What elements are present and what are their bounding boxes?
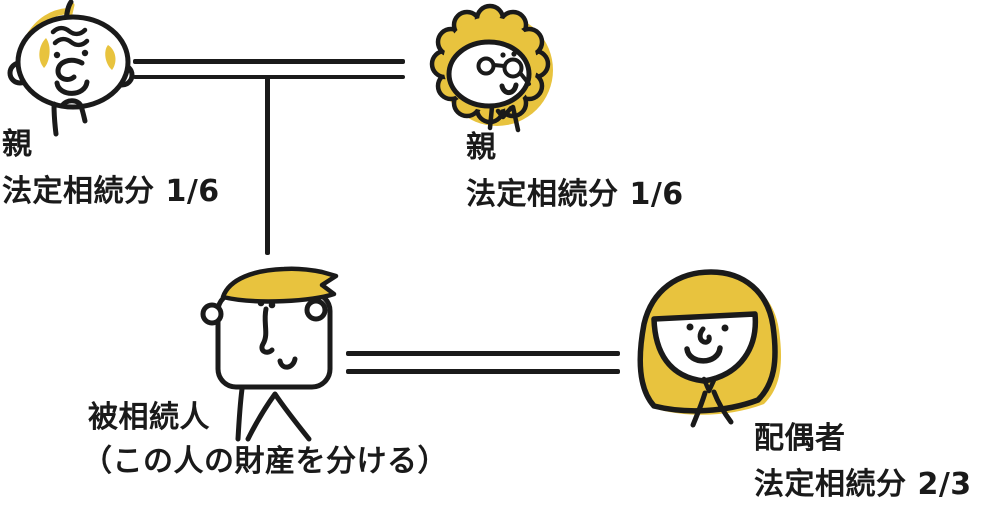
spouse-neck-left [690, 390, 708, 428]
decedent-left-ear [200, 302, 224, 326]
elderly-father-doodle-icon [7, 0, 135, 137]
parent-right-role-label: 親 [466, 130, 497, 165]
father-wrinkles-top [50, 25, 88, 37]
mother-glasses [476, 56, 531, 86]
father-nose [55, 57, 85, 82]
couple-marriage-line-bottom [346, 369, 620, 374]
spouse-mouth [684, 345, 723, 364]
decedent-right-eye [268, 301, 276, 309]
elderly-mother-doodle-icon [429, 3, 553, 133]
father-left-eye [53, 51, 61, 59]
father-side-hair-left [39, 38, 50, 68]
father-neck-left [51, 101, 59, 137]
parent-left-share-label: 法定相続分 1/6 [2, 174, 220, 209]
decedent-note-label: （この人の財産を分ける） [82, 444, 448, 479]
decedent-hair [220, 266, 339, 304]
parent-right-share-label: 法定相続分 1/6 [466, 177, 684, 212]
decedent-labels: 被相続人 （この人の財産を分ける） [82, 396, 448, 484]
father-mouth [54, 79, 90, 96]
mother-left-eye [500, 52, 506, 58]
mother-right-eye [511, 51, 517, 57]
man-doodle-icon [200, 266, 339, 442]
decedent-role-label: 被相続人 [88, 400, 210, 435]
father-right-eye [81, 49, 89, 57]
couple-marriage-line-top [346, 351, 620, 356]
mother-mouth [499, 82, 519, 96]
mother-collar [495, 105, 514, 120]
spouse-right-eye [721, 324, 729, 332]
spouse-role-label: 配偶者 [754, 421, 846, 456]
decedent-nose [259, 306, 275, 355]
father-wrinkles-bottom [52, 36, 90, 48]
spouse-left-eye [686, 323, 694, 331]
decedent-mouth [277, 356, 298, 370]
mother-neck-right [510, 104, 521, 133]
parent-right-labels: 親 法定相続分 1/6 [466, 124, 684, 218]
woman-doodle-icon [637, 269, 782, 428]
spouse-labels: 配偶者 法定相続分 2/3 [754, 416, 972, 508]
parent-left-labels: 親 法定相続分 1/6 [2, 121, 220, 215]
decedent-left-eye [257, 299, 265, 307]
father-collar [59, 98, 88, 124]
mother-neck-left [487, 104, 495, 131]
decedent-collar [245, 391, 312, 442]
father-side-hair-right [105, 45, 116, 70]
decedent-right-ear [304, 298, 328, 322]
decedent-neck-left [235, 386, 245, 442]
descent-line [265, 77, 270, 255]
parents-marriage-line-top [133, 59, 405, 64]
parent-left-role-label: 親 [2, 127, 33, 162]
spouse-neck-right [711, 389, 734, 425]
spouse-nose [697, 326, 712, 345]
spouse-collar [701, 375, 718, 394]
spouse-share-label: 法定相続分 2/3 [754, 467, 972, 502]
